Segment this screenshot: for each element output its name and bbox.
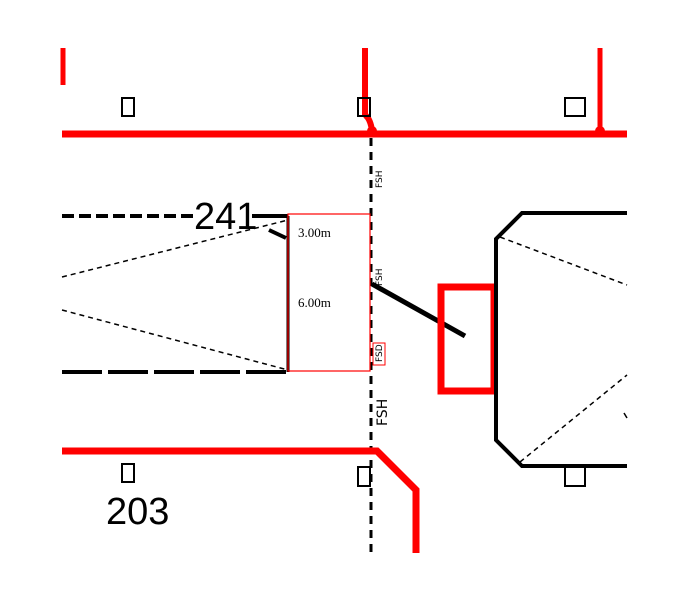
pipe-label-203: 203: [106, 491, 169, 533]
highlight-red-box: [437, 283, 498, 395]
basin-marker: [121, 463, 135, 483]
dimension-box-outline: [287, 213, 371, 372]
culvert-diag-upper: [61, 219, 289, 278]
label-fsh-top: FSH: [375, 171, 385, 189]
diagonal-connector: [370, 281, 467, 339]
label-fsh-bottom: FSH: [375, 399, 391, 426]
right-structure: [494, 211, 628, 468]
basin-marker: [564, 97, 586, 117]
dim-label-lower: 6.00m: [298, 295, 331, 310]
top-red-center-joint: [367, 126, 377, 136]
fsd-tag-box: [372, 342, 386, 366]
basin-marker: [357, 97, 371, 117]
top-red-pipe-network: [60, 48, 627, 138]
top-red-right-joint: [595, 126, 605, 136]
basin-marker: [564, 466, 586, 487]
pipe-label-241: 241: [194, 196, 257, 238]
right-diag-upper: [499, 236, 628, 286]
right-structure-outline: [494, 211, 627, 468]
culvert-diag-lower: [61, 309, 289, 371]
top-basin-markers: [121, 97, 586, 117]
bottom-red-pipe: [62, 447, 420, 553]
label-fsh-mid: FSH: [375, 269, 385, 287]
right-diag-stub: [623, 412, 628, 419]
basin-marker: [357, 466, 371, 487]
leader-241: [268, 228, 287, 240]
dimension-box: 3.00m 6.00m: [287, 213, 371, 372]
label-fsd: FSD: [375, 344, 385, 362]
left-culvert: [61, 214, 290, 374]
bottom-basin-markers: [121, 463, 586, 487]
basin-marker: [121, 97, 135, 117]
right-diag-lower: [519, 374, 628, 463]
dim-label-upper: 3.00m: [298, 225, 331, 240]
